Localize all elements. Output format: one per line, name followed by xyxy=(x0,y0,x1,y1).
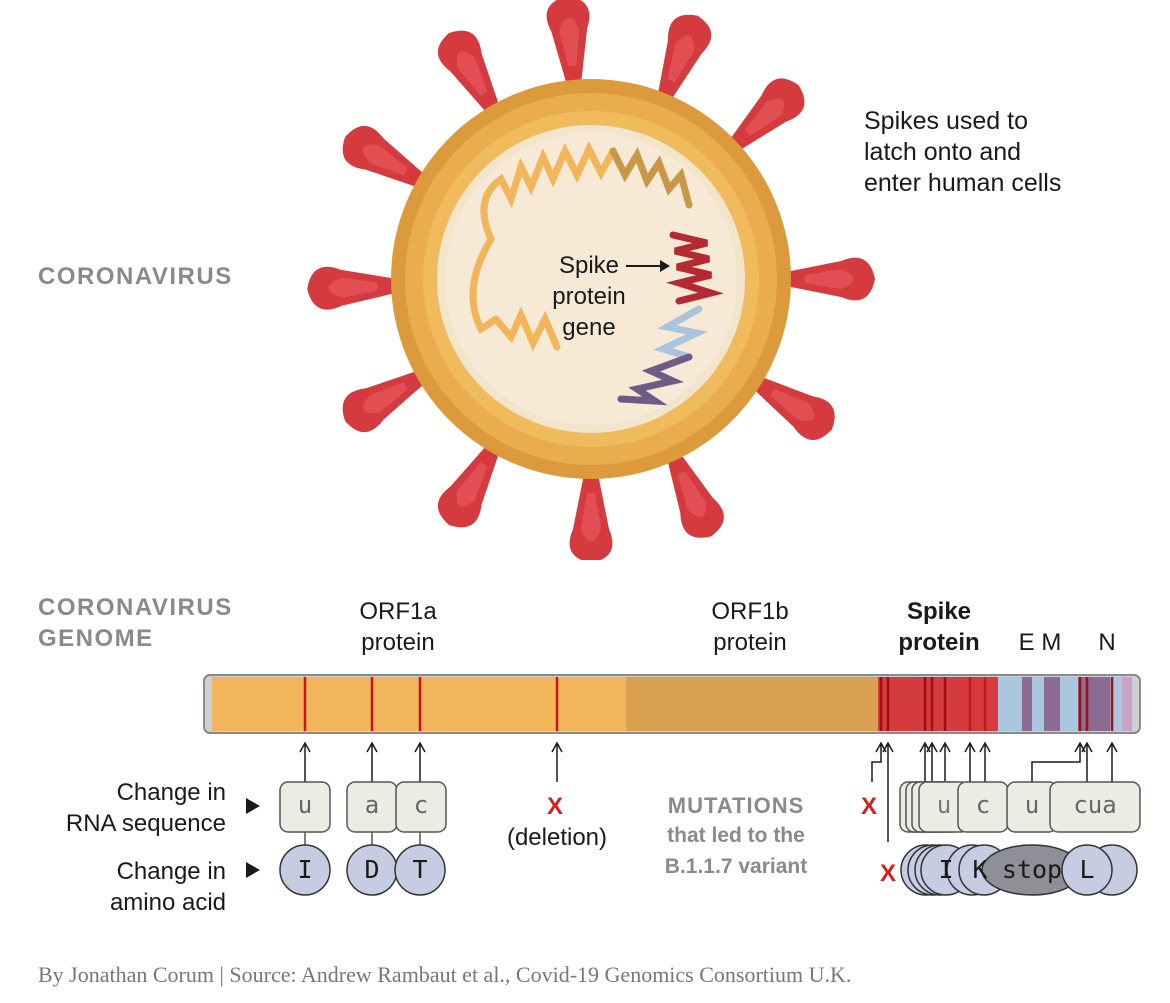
spikes-note-line: latch onto and xyxy=(864,138,1022,166)
gene-label-line: N xyxy=(1098,629,1116,656)
arrow-right-icon xyxy=(626,260,670,272)
genome-label-line: GENOME xyxy=(38,625,154,652)
legend-rna: Change in RNA sequence xyxy=(40,777,226,839)
deletion-mark: X xyxy=(547,793,564,820)
coronavirus-illustration xyxy=(306,0,875,560)
legend-amino: Change in amino acid xyxy=(40,856,226,918)
source-credit: By Jonathan Corum | Source: Andrew Ramba… xyxy=(38,962,852,987)
mutation-arrows xyxy=(299,741,1118,842)
spike-gene-label-line: protein xyxy=(552,283,626,310)
triangle-right-icon xyxy=(246,862,260,878)
gene-label-line: ORF1a xyxy=(359,598,437,625)
mutations-subtitle-line: that led to the xyxy=(667,824,805,847)
genome-diagram xyxy=(203,674,1141,896)
rna-token: u xyxy=(1024,791,1040,819)
triangle-right-icon xyxy=(246,798,260,814)
spikes-description: Spikes used to latch onto and enter huma… xyxy=(864,106,1061,199)
mutations-title: MUTATIONS xyxy=(667,793,805,818)
gene-label-line: protein xyxy=(361,629,435,656)
spike-gene-label-line: Spike xyxy=(558,252,620,279)
gene-label-line: ORF1b xyxy=(711,598,789,625)
orf1a-mutation-tokens xyxy=(279,781,447,896)
amino-token: I xyxy=(938,855,954,884)
spikes-note-line: enter human cells xyxy=(864,169,1062,197)
spike-gene-label: Spike protein gene xyxy=(536,250,642,343)
mutations-subtitle: that led to the B.1.1.7 variant xyxy=(626,820,846,882)
rna-token: u xyxy=(936,791,952,819)
amino-token: T xyxy=(412,855,428,884)
gene-label-line: Spike xyxy=(906,598,972,625)
spike-mutation-tokens xyxy=(899,781,1141,896)
genome-label-line: CORONAVIRUS xyxy=(38,594,233,621)
gene-label-spike: Spike protein xyxy=(884,596,994,658)
rna-strand-icon xyxy=(469,140,724,406)
spike-segment xyxy=(878,677,998,731)
amino-token: K xyxy=(972,855,988,884)
genome-bar xyxy=(203,674,1141,734)
gene-label-orf1b: ORF1b protein xyxy=(690,596,810,658)
rna-token: c xyxy=(413,791,429,819)
legend-line: amino acid xyxy=(109,889,226,916)
gene-label-line: protein xyxy=(713,629,787,656)
gene-label-orf1a: ORF1a protein xyxy=(338,596,458,658)
spike-gene-label-line: gene xyxy=(562,314,616,341)
rna-token: cua xyxy=(1073,791,1117,819)
rna-token: c xyxy=(975,791,991,819)
coronavirus-label: CORONAVIRUS xyxy=(38,263,233,290)
gene-label-em: E M xyxy=(1010,627,1070,658)
amino-token: L xyxy=(1079,855,1095,884)
stop-token: stop xyxy=(1001,855,1063,884)
rna-token: u xyxy=(297,791,313,819)
legend-pointers xyxy=(246,798,260,878)
orf1b-segment xyxy=(626,677,878,731)
amino-token: I xyxy=(297,855,313,884)
gene-label-line: E M xyxy=(1018,629,1062,656)
gene-label-n: N xyxy=(1092,627,1122,658)
genome-label: CORONAVIRUS GENOME xyxy=(38,592,233,654)
deletion-label: (deletion) xyxy=(506,824,608,851)
spikes-note-line: Spikes used to xyxy=(864,107,1028,135)
deletion-mark: X xyxy=(880,860,897,887)
legend-line: RNA sequence xyxy=(65,810,226,837)
mutations-subtitle-line: B.1.1.7 variant xyxy=(664,855,808,878)
gene-label-line: protein xyxy=(898,629,980,656)
rna-token: a xyxy=(364,791,380,819)
legend-line: Change in xyxy=(116,858,226,885)
mutation-lines xyxy=(303,677,1114,731)
deletion-mark: X xyxy=(861,793,878,820)
legend-line: Change in xyxy=(116,779,226,806)
amino-token: D xyxy=(364,855,380,884)
